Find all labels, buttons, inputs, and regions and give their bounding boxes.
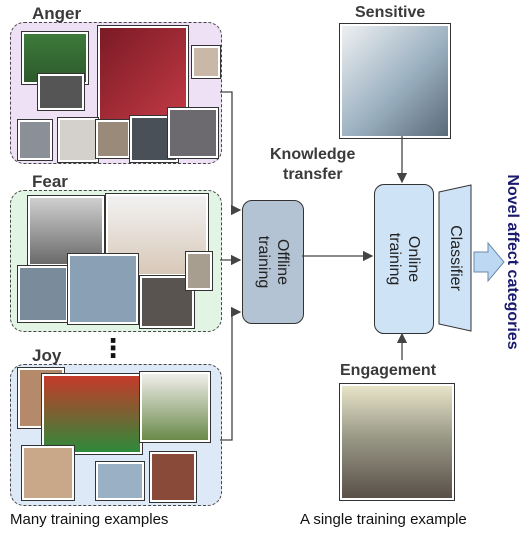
fear-photo-small-1 (18, 266, 68, 322)
more-categories-dots: ⋮ (100, 334, 126, 364)
right-caption: A single training example (300, 511, 467, 528)
classifier-box (438, 184, 472, 332)
joy-photo-small-3 (96, 462, 144, 500)
left-caption: Many training examples (10, 511, 169, 528)
fear-label: Fear (32, 172, 68, 191)
knowledge-transfer-line2: transfer (283, 166, 343, 183)
joy-to-offline-arrow (220, 306, 242, 441)
fear-photo-small-2 (140, 276, 194, 328)
fear-photo-group (68, 254, 138, 324)
sensitive-photo (340, 24, 450, 138)
joy-photo-athlete (140, 372, 210, 442)
anger-photo-small-2 (18, 120, 52, 160)
engagement-photo (340, 384, 454, 500)
knowledge-transfer-line1: Knowledge (270, 146, 356, 163)
joy-photo-party (42, 374, 142, 454)
anger-label: Anger (32, 4, 82, 23)
anger-photo-small-1 (38, 74, 84, 110)
joy-photo-small-2 (22, 446, 74, 500)
fear-photo-small-3 (186, 252, 212, 290)
offline-training-box: Offline training (242, 200, 304, 324)
joy-photo-small-4 (150, 452, 196, 502)
output-block-arrow (473, 241, 505, 283)
anger-photo-small-6 (168, 108, 218, 158)
anger-photo-small-4 (96, 120, 130, 158)
anger-to-offline-arrow (220, 91, 242, 216)
anger-photo-man (192, 46, 220, 78)
joy-label: Joy (32, 346, 62, 365)
engagement-label: Engagement (340, 362, 437, 379)
anger-photo-girl (98, 26, 188, 122)
sensitive-label: Sensitive (355, 4, 426, 21)
online-training-box: Online training (374, 184, 434, 334)
